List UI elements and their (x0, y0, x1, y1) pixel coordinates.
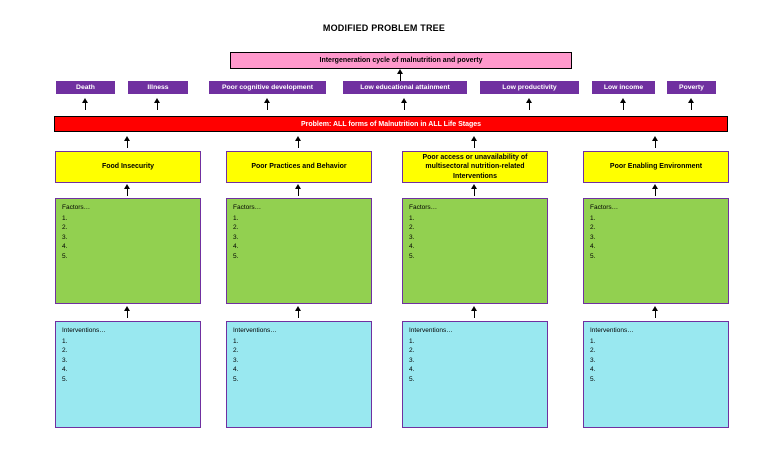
outcome-box-poor-cognitive-development: Poor cognitive development (209, 81, 326, 94)
factors-item: 3. (590, 233, 596, 241)
factors-item: 2. (233, 224, 239, 231)
interventions-title: Interventions… (62, 327, 106, 334)
up-arrow (294, 306, 303, 318)
factors-item: 3. (233, 233, 239, 241)
factors-box: Factors… 1. 2. 3. 4. 5. (226, 198, 372, 304)
interventions-item: 3. (233, 356, 239, 364)
outcome-box-low-productivity: Low productivity (480, 81, 579, 94)
factors-item: 4. (409, 243, 415, 250)
factors-title: Factors… (233, 204, 262, 211)
outcome-box-low-educational-attainment: Low educational attainment (343, 81, 467, 94)
interventions-item: 1. (233, 337, 239, 345)
up-arrow (294, 136, 303, 148)
interventions-box: Interventions… 1. 2. 3. 4. 5. (583, 321, 729, 428)
interventions-item: 1. (590, 337, 596, 345)
factors-box: Factors… 1. 2. 3. 4. 5. (55, 198, 201, 304)
up-arrow (263, 98, 272, 110)
up-arrow (396, 69, 405, 81)
interventions-item: 3. (409, 356, 415, 364)
up-arrow (619, 98, 628, 110)
interventions-title: Interventions… (409, 327, 453, 334)
factors-item: 1. (62, 214, 68, 222)
outcome-box-low-income: Low income (592, 81, 655, 94)
up-arrow (470, 184, 479, 196)
up-arrow (400, 98, 409, 110)
interventions-item: 4. (590, 366, 596, 373)
interventions-item: 1. (409, 337, 415, 345)
interventions-title: Interventions… (233, 327, 277, 334)
interventions-item: 4. (233, 366, 239, 373)
interventions-item: 2. (233, 347, 239, 354)
up-arrow (651, 136, 660, 148)
interventions-box: Interventions… 1. 2. 3. 4. 5. (226, 321, 372, 428)
factors-title: Factors… (590, 204, 619, 211)
up-arrow (123, 136, 132, 148)
up-arrow (525, 98, 534, 110)
up-arrow (470, 136, 479, 148)
up-arrow (123, 184, 132, 196)
interventions-item: 2. (590, 347, 596, 354)
factors-item: 4. (62, 243, 68, 250)
cause-box-poor-practices: Poor Practices and Behavior (226, 151, 372, 183)
factors-item: 4. (590, 243, 596, 250)
cause-box-poor-enabling-environment: Poor Enabling Environment (583, 151, 729, 183)
problem-bar: Problem: ALL forms of Malnutrition in AL… (54, 116, 728, 132)
factors-item: 5. (62, 252, 68, 260)
outcome-box-poverty: Poverty (667, 81, 716, 94)
intergeneration-cycle-box: Intergeneration cycle of malnutrition an… (230, 52, 572, 69)
factors-item: 1. (590, 214, 596, 222)
factors-item: 2. (590, 224, 596, 231)
outcome-box-death: Death (56, 81, 115, 94)
interventions-box: Interventions… 1. 2. 3. 4. 5. (402, 321, 548, 428)
cause-box-poor-access: Poor access or unavailability of multise… (402, 151, 548, 183)
up-arrow (687, 98, 696, 110)
interventions-item: 4. (409, 366, 415, 373)
up-arrow (651, 306, 660, 318)
factors-item: 1. (233, 214, 239, 222)
interventions-item: 2. (62, 347, 68, 354)
factors-item: 3. (62, 233, 68, 241)
interventions-title: Interventions… (590, 327, 634, 334)
interventions-item: 2. (409, 347, 415, 354)
interventions-item: 1. (62, 337, 68, 345)
up-arrow (153, 98, 162, 110)
factors-item: 4. (233, 243, 239, 250)
factors-box: Factors… 1. 2. 3. 4. 5. (402, 198, 548, 304)
factors-item: 2. (409, 224, 415, 231)
factors-item: 3. (409, 233, 415, 241)
interventions-item: 3. (62, 356, 68, 364)
factors-title: Factors… (409, 204, 438, 211)
interventions-item: 5. (233, 375, 239, 383)
factors-title: Factors… (62, 204, 91, 211)
up-arrow (123, 306, 132, 318)
factors-item: 5. (590, 252, 596, 260)
interventions-item: 4. (62, 366, 68, 373)
factors-item: 5. (233, 252, 239, 260)
diagram-title: MODIFIED PROBLEM TREE (322, 23, 446, 33)
factors-item: 1. (409, 214, 415, 222)
interventions-box: Interventions… 1. 2. 3. 4. 5. (55, 321, 201, 428)
up-arrow (81, 98, 90, 110)
interventions-item: 5. (62, 375, 68, 383)
up-arrow (651, 184, 660, 196)
up-arrow (294, 184, 303, 196)
interventions-item: 3. (590, 356, 596, 364)
up-arrow (470, 306, 479, 318)
interventions-item: 5. (409, 375, 415, 383)
factors-box: Factors… 1. 2. 3. 4. 5. (583, 198, 729, 304)
outcome-box-illness: Illness (128, 81, 188, 94)
factors-item: 2. (62, 224, 68, 231)
interventions-item: 5. (590, 375, 596, 383)
factors-item: 5. (409, 252, 415, 260)
cause-box-food-insecurity: Food Insecurity (55, 151, 201, 183)
